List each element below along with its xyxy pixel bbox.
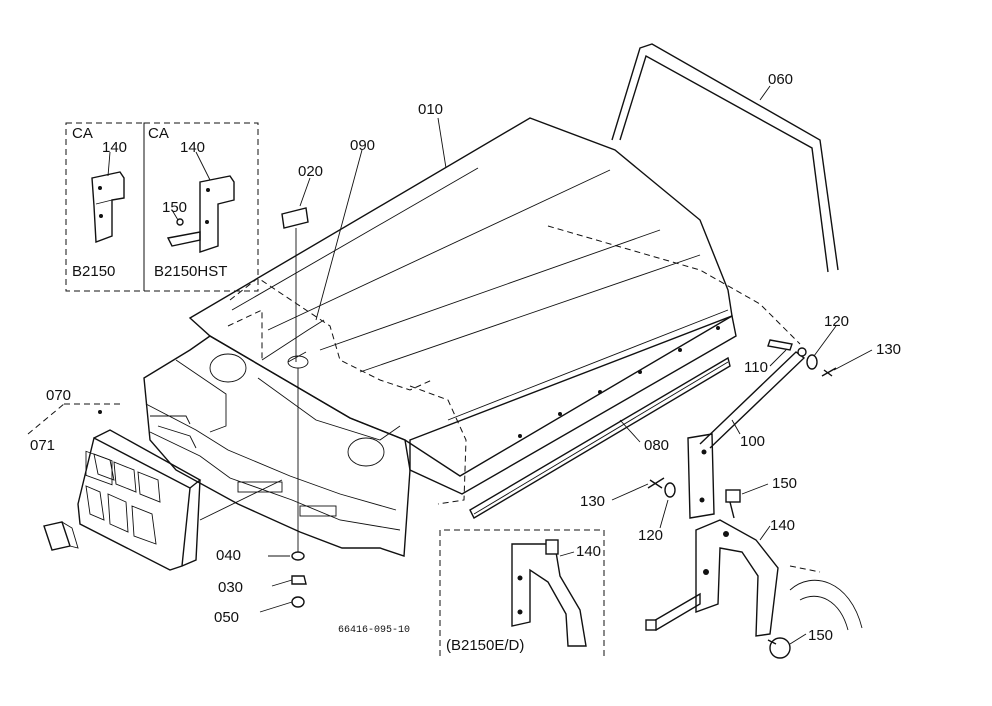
front-grille-070 [27, 403, 202, 571]
label-040: 040 [216, 547, 241, 564]
label-120-bottom: 120 [638, 527, 663, 544]
label-030: 030 [218, 579, 243, 596]
bracket-140-right [645, 489, 863, 659]
inset-b2150ed [439, 529, 605, 656]
label-060: 060 [768, 71, 793, 88]
label-080: 080 [644, 437, 669, 454]
label-050: 050 [214, 609, 239, 626]
label-010: 010 [418, 101, 443, 118]
label-140-right: 140 [770, 517, 795, 534]
label-140-inset-ed: 140 [576, 543, 601, 560]
label-130-bottom: 130 [580, 493, 605, 510]
emblem-020 [281, 207, 309, 363]
label-071: 071 [30, 437, 55, 454]
label-090: 090 [350, 137, 375, 154]
label-model-b2150hst: B2150HST [154, 263, 227, 280]
label-120-top: 120 [824, 313, 849, 330]
drawing-code: 66416-095-10 [338, 625, 410, 636]
label-130-top: 130 [876, 341, 901, 358]
label-model-b2150ed: (B2150E/D) [446, 637, 524, 654]
leader-lines [199, 85, 873, 645]
label-140-inset-left: 140 [102, 139, 127, 156]
side-strip-080 [469, 356, 731, 519]
label-ca-left: CA [72, 125, 93, 142]
label-100: 100 [740, 433, 765, 450]
label-110: 110 [744, 359, 768, 376]
reflector-071 [43, 521, 79, 551]
label-150-bottom: 150 [808, 627, 833, 644]
pin-110 [767, 339, 793, 351]
label-model-b2150: B2150 [72, 263, 115, 280]
label-150-right: 150 [772, 475, 797, 492]
inset-ca-b2150hst [143, 122, 259, 292]
label-020: 020 [298, 163, 323, 180]
bonnet-assembly [143, 117, 737, 557]
washers-clips [647, 354, 837, 498]
label-150-inset: 150 [162, 199, 187, 216]
support-rod-100 [687, 347, 807, 519]
label-070: 070 [46, 387, 71, 404]
label-ca-right: CA [148, 125, 169, 142]
weatherstrip-060 [611, 43, 839, 273]
label-140-inset-right: 140 [180, 139, 205, 156]
